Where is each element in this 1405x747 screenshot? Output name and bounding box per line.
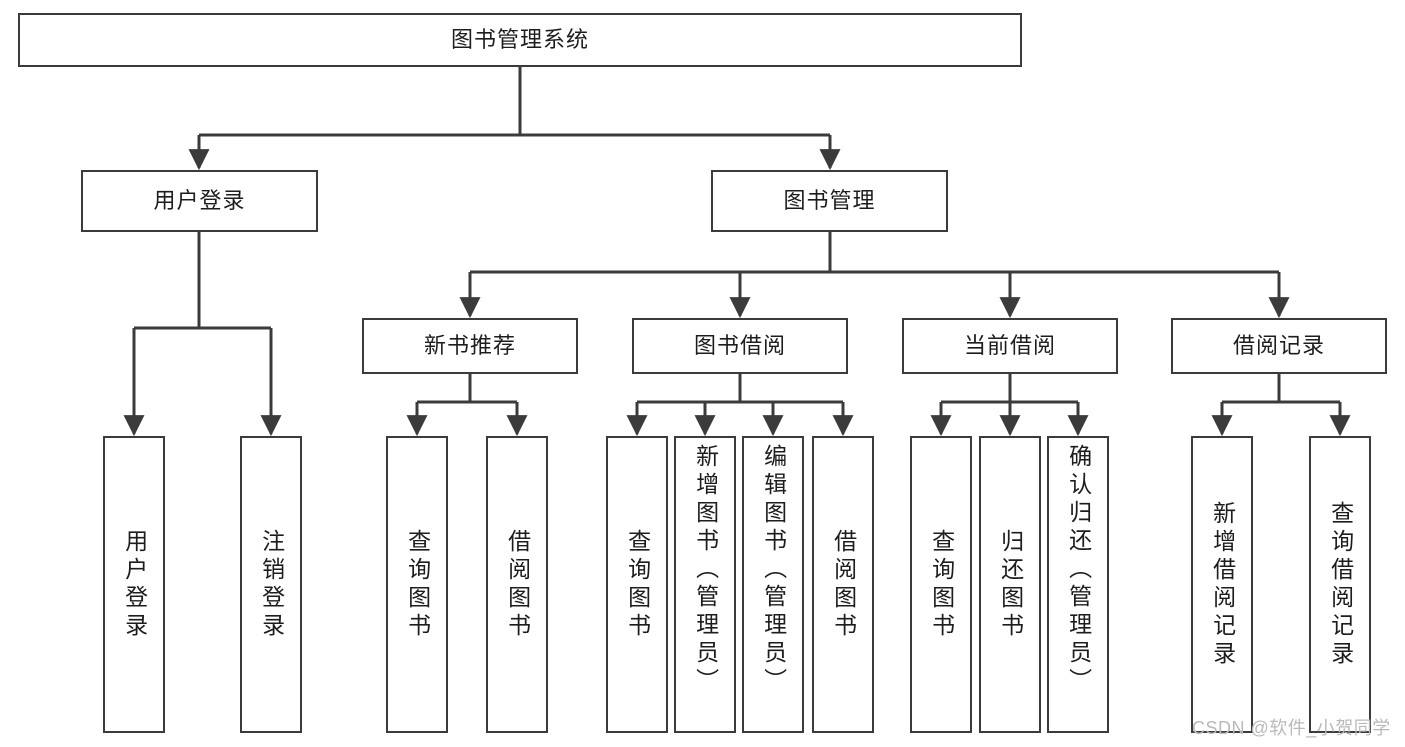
leaf-user-login-label: 用户登录 — [121, 528, 148, 641]
leaf-query-book-2-label: 查询图书 — [624, 528, 651, 641]
node-current-borrow-label: 当前借阅 — [963, 332, 1056, 358]
leaf-query-borrow-record[interactable]: 查询借阅记录 — [1309, 436, 1371, 733]
node-book-borrow-label: 图书借阅 — [693, 332, 786, 358]
leaf-user-logout-label: 注销登录 — [258, 528, 285, 641]
leaf-query-book-1[interactable]: 查询图书 — [386, 436, 448, 733]
leaf-query-book-1-label: 查询图书 — [404, 528, 431, 641]
node-root-system-label: 图书管理系统 — [450, 26, 589, 52]
leaf-return-book[interactable]: 归还图书 — [979, 436, 1041, 733]
leaf-query-book-3[interactable]: 查询图书 — [910, 436, 972, 733]
node-current-borrow[interactable]: 当前借阅 — [902, 318, 1118, 374]
leaf-user-logout[interactable]: 注销登录 — [240, 436, 302, 733]
leaf-borrow-book-1[interactable]: 借阅图书 — [486, 436, 548, 733]
leaf-query-book-2[interactable]: 查询图书 — [606, 436, 668, 733]
leaf-return-book-label: 归还图书 — [997, 528, 1024, 641]
leaf-add-book-admin-label: 新增图书（管理员） — [692, 444, 719, 696]
node-borrow-record-label: 借阅记录 — [1232, 332, 1325, 358]
leaf-confirm-return-admin[interactable]: 确认归还（管理员） — [1047, 436, 1109, 733]
leaf-add-borrow-record[interactable]: 新增借阅记录 — [1191, 436, 1253, 733]
leaf-add-borrow-record-label: 新增借阅记录 — [1209, 500, 1236, 669]
node-book-borrow[interactable]: 图书借阅 — [632, 318, 848, 374]
leaf-add-book-admin[interactable]: 新增图书（管理员） — [674, 436, 736, 733]
node-new-book-recommend[interactable]: 新书推荐 — [362, 318, 578, 374]
leaf-user-login[interactable]: 用户登录 — [103, 436, 165, 733]
node-new-book-recommend-label: 新书推荐 — [423, 332, 516, 358]
leaf-query-borrow-record-label: 查询借阅记录 — [1327, 500, 1354, 669]
node-user-login-label: 用户登录 — [153, 187, 246, 213]
node-user-login[interactable]: 用户登录 — [81, 170, 318, 232]
leaf-borrow-book-1-label: 借阅图书 — [504, 528, 531, 641]
leaf-edit-book-admin[interactable]: 编辑图书（管理员） — [742, 436, 804, 733]
node-borrow-record[interactable]: 借阅记录 — [1171, 318, 1387, 374]
node-book-management-label: 图书管理 — [783, 187, 876, 213]
csdn-watermark: CSDN @软件_小贺同学 — [1192, 718, 1391, 738]
leaf-edit-book-admin-label: 编辑图书（管理员） — [760, 444, 787, 696]
leaf-borrow-book-2-label: 借阅图书 — [830, 528, 857, 641]
leaf-borrow-book-2[interactable]: 借阅图书 — [812, 436, 874, 733]
node-book-management[interactable]: 图书管理 — [711, 170, 948, 232]
node-root-system[interactable]: 图书管理系统 — [18, 13, 1022, 67]
leaf-confirm-return-admin-label: 确认归还（管理员） — [1065, 444, 1092, 696]
leaf-query-book-3-label: 查询图书 — [928, 528, 955, 641]
